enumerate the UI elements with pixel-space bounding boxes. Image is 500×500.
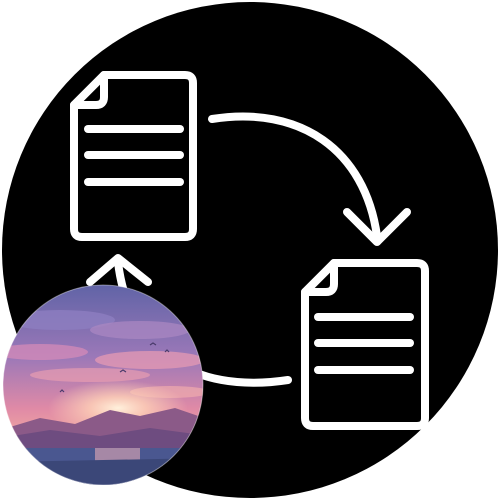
forward-arrow-icon [208,112,411,246]
source-document-icon [70,71,197,241]
avatar [3,285,203,485]
target-document-icon [301,259,429,430]
avatar-border [2,284,204,486]
